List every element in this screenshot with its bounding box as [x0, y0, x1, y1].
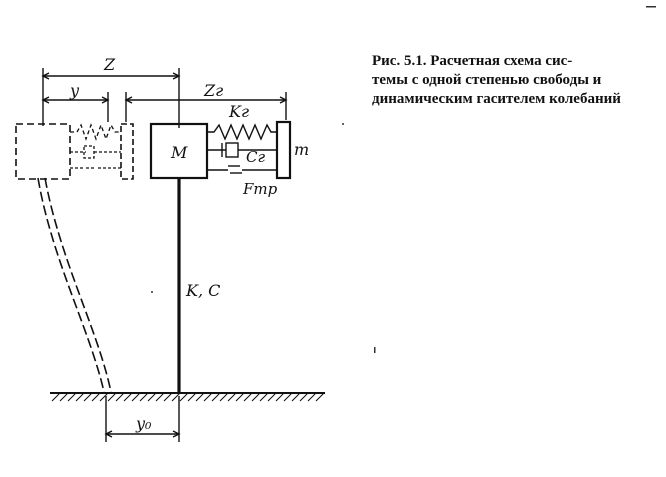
label-z: Z	[103, 55, 116, 74]
deflected-main-mass	[15, 123, 71, 180]
dimension-y	[41, 92, 110, 122]
deflected-spring	[70, 123, 121, 141]
friction-element	[207, 165, 277, 174]
label-shaft: K, C	[185, 281, 220, 300]
dimension-y0	[104, 396, 181, 442]
absorber-mass	[275, 120, 292, 180]
deflected-shaft	[37, 177, 112, 393]
absorber-spring	[207, 123, 277, 141]
label-absorber-mass: m	[294, 140, 309, 159]
label-kg: Kг	[228, 102, 249, 121]
label-friction: Fтр	[242, 180, 278, 198]
deflected-absorber-mass	[120, 123, 134, 180]
caption-line-1: Рис. 5.1. Расчетная схема сис-	[372, 53, 573, 69]
label-main-mass: M	[170, 143, 188, 162]
deflected-damper	[70, 145, 121, 169]
dimension-zg	[124, 92, 288, 122]
main-mass	[149, 122, 209, 180]
label-zg: Zг	[203, 81, 223, 100]
figure-caption: Рис. 5.1. Расчетная схема сис- темы с од…	[372, 52, 657, 109]
label-y: y	[69, 81, 80, 100]
caption-line-3: динамическим гасителем колебаний	[372, 91, 621, 107]
ground	[50, 392, 325, 402]
absorber-damper	[207, 142, 277, 158]
caption-line-2: темы с одной степенью свободы и	[372, 72, 602, 88]
dimension-z	[41, 68, 181, 128]
label-y0: y₀	[135, 414, 152, 433]
scan-specks	[151, 6, 656, 353]
label-cg: Cг	[246, 148, 265, 166]
